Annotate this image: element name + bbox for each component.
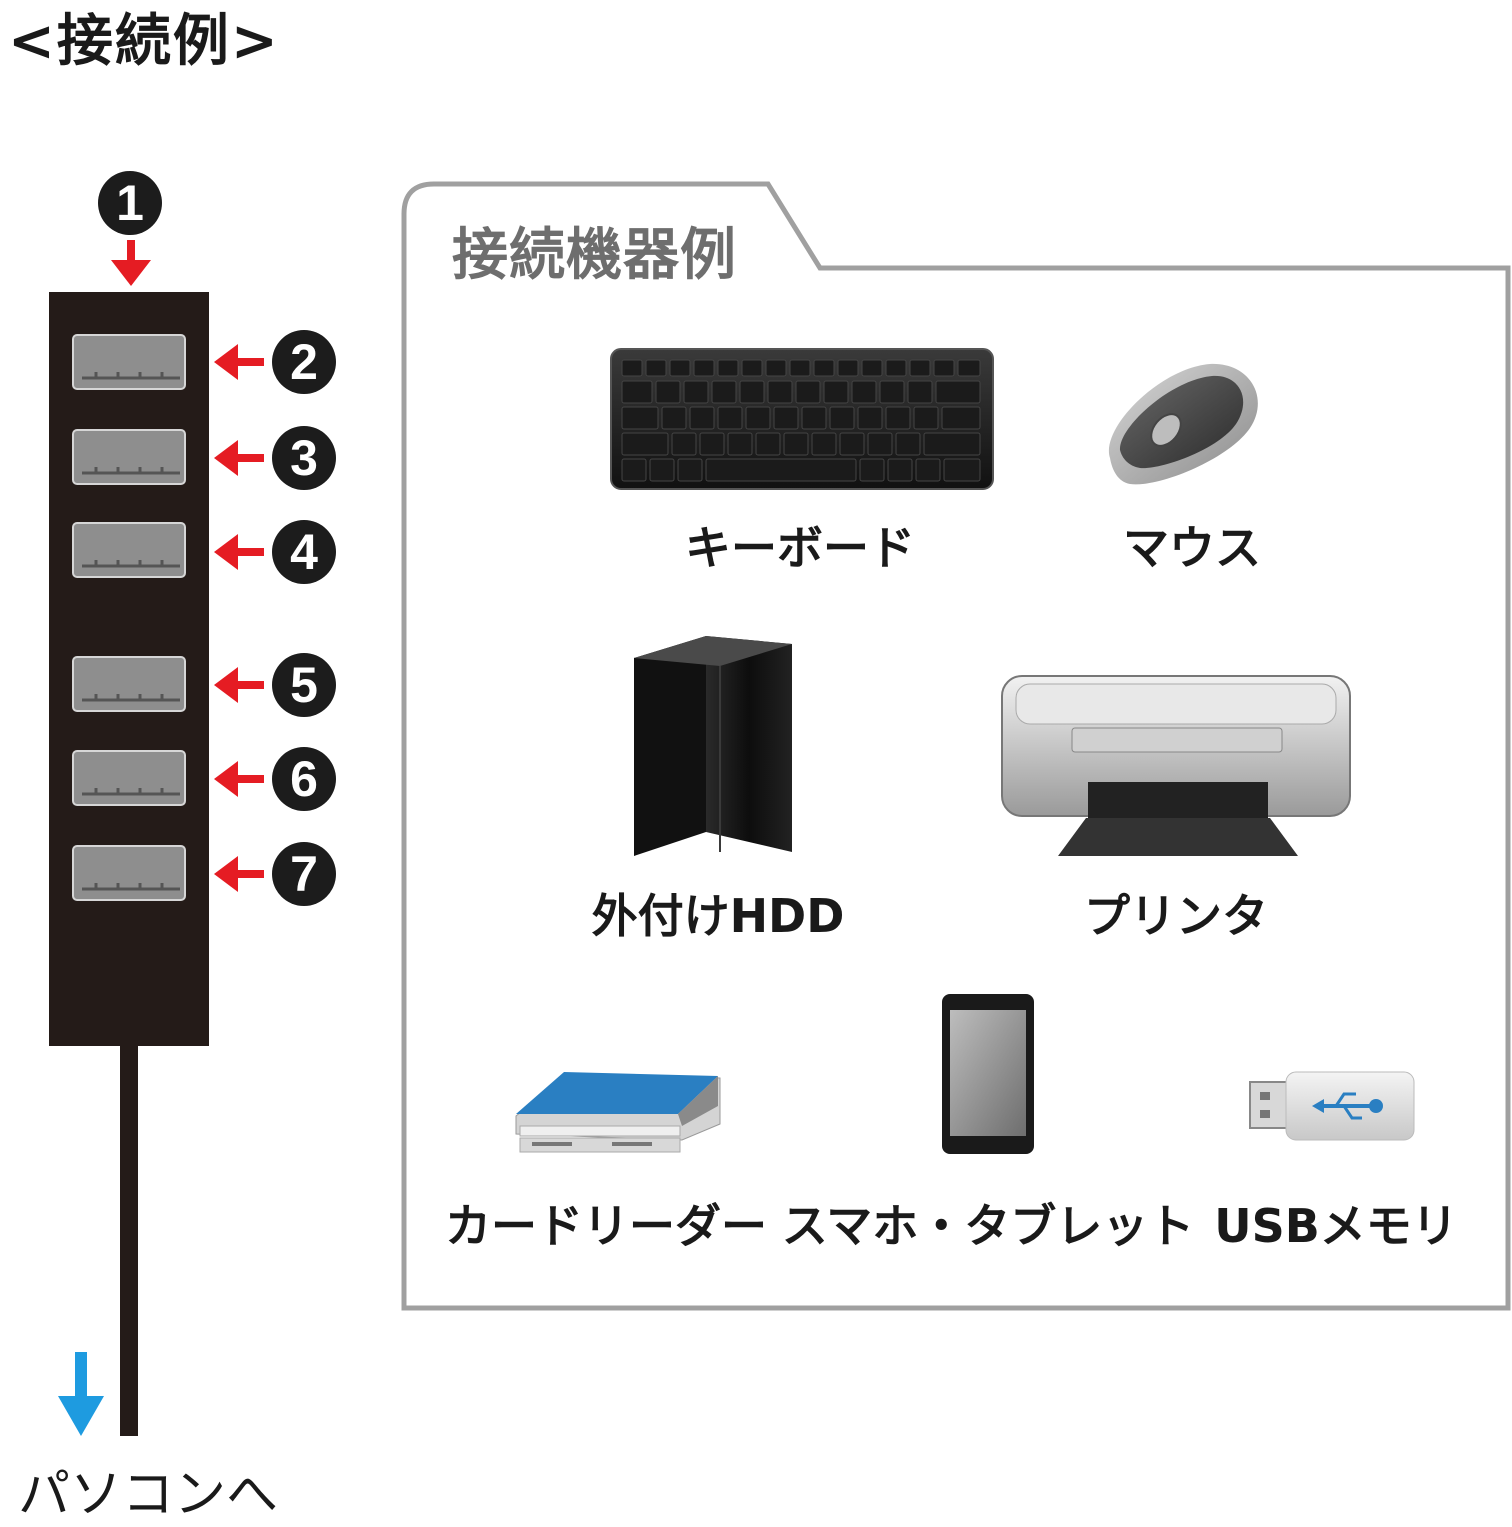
device-label-printer: プリンタ xyxy=(1084,889,1268,943)
device-label-external-hdd: 外付けHDD xyxy=(591,889,845,943)
keyboard-icon xyxy=(610,348,994,490)
usb-port-3 xyxy=(72,429,186,485)
usb-memory-icon xyxy=(1249,1071,1415,1141)
arrow-left-icon xyxy=(214,440,264,476)
port-number-badge-1: 1 xyxy=(98,171,162,235)
usb-port-6 xyxy=(72,750,186,806)
usb-port-2 xyxy=(72,334,186,390)
page-title: <接続例> xyxy=(8,9,280,74)
usb-port-5 xyxy=(72,656,186,712)
printer-icon xyxy=(1001,675,1351,856)
device-label-usb-memory: USBメモリ xyxy=(1214,1199,1458,1253)
external-hdd-icon xyxy=(634,636,792,856)
arrow-left-icon xyxy=(214,344,264,380)
mouse-icon xyxy=(1108,363,1258,485)
port-number-badge-7: 7 xyxy=(272,842,336,906)
port-number-badge-5: 5 xyxy=(272,653,336,717)
arrow-left-icon xyxy=(214,667,264,703)
card-reader-icon xyxy=(515,1072,721,1153)
usb-cable xyxy=(120,1040,138,1436)
device-label-card-reader: カードリーダー xyxy=(445,1199,767,1253)
usb-port-7 xyxy=(72,845,186,901)
arrow-left-icon xyxy=(214,856,264,892)
port-number-badge-6: 6 xyxy=(272,747,336,811)
port-number-badge-2: 2 xyxy=(272,330,336,394)
device-label-mouse: マウス xyxy=(1123,521,1261,575)
usb-port-4 xyxy=(72,522,186,578)
port-number-badge-3: 3 xyxy=(272,426,336,490)
arrow-down-icon xyxy=(111,240,151,286)
arrow-down-icon xyxy=(58,1352,104,1436)
device-label-smartphone: スマホ・タブレット xyxy=(781,1199,1195,1253)
panel-title: 接続機器例 xyxy=(452,223,737,288)
arrow-left-icon xyxy=(214,761,264,797)
port-number-badge-4: 4 xyxy=(272,520,336,584)
smartphone-icon xyxy=(942,994,1034,1154)
arrow-left-icon xyxy=(214,534,264,570)
device-label-keyboard: キーボード xyxy=(685,521,915,575)
